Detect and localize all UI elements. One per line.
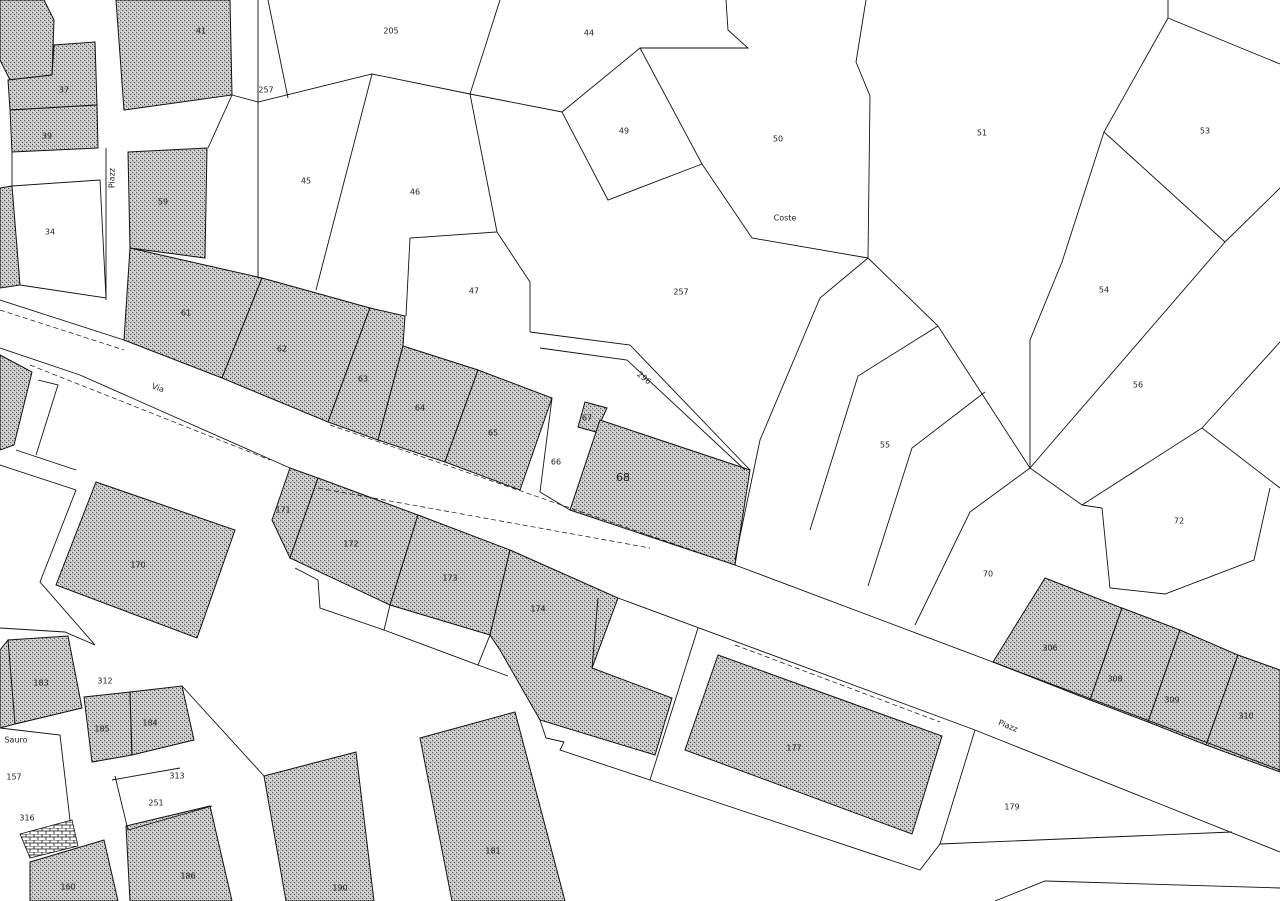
parcel-label: 66 <box>551 458 561 467</box>
parcel-label: 45 <box>301 177 311 186</box>
street-label-via: Via <box>151 382 166 395</box>
parcel-label: 65 <box>488 429 498 438</box>
parcel-label: 50 <box>773 135 783 144</box>
building-59 <box>127 147 208 259</box>
parcel-label: 62 <box>277 345 287 354</box>
building-184 <box>129 685 195 756</box>
building-160 <box>29 839 119 901</box>
parcel-label: 308 <box>1107 675 1122 684</box>
parcel-label: 72 <box>1174 517 1184 526</box>
building-177 <box>684 654 943 835</box>
parcel-label: 316 <box>19 814 34 823</box>
building-left-edge <box>0 185 21 289</box>
building-39 <box>9 104 99 153</box>
parcel-label: 313 <box>169 772 184 781</box>
building-170 <box>55 481 236 639</box>
parcel-label: 205 <box>383 27 398 36</box>
parcel-label: 306 <box>1042 644 1057 653</box>
parcel-label: 55 <box>880 441 890 450</box>
parcel-label: 310 <box>1238 712 1253 721</box>
parcel-label: 174 <box>530 605 545 614</box>
parcel-label: 257 <box>673 288 688 297</box>
building-310 <box>1205 654 1280 773</box>
parcel-label: 172 <box>343 540 358 549</box>
parcel-label: 157 <box>6 773 21 782</box>
building-174 <box>489 549 673 756</box>
parcel-label: 170 <box>130 561 145 570</box>
building-left-bottom <box>0 638 16 729</box>
parcel-label: 54 <box>1099 286 1109 295</box>
parcel-label: 46 <box>410 188 420 197</box>
parcel-label: 179 <box>1004 803 1019 812</box>
parcel-label: 59 <box>158 198 168 207</box>
parcel-label: 64 <box>415 404 425 413</box>
parcel-label: 44 <box>584 29 594 38</box>
parcel-label: 183 <box>33 679 48 688</box>
parcel-label: 67 <box>582 414 592 423</box>
building-top-left-a <box>0 0 55 81</box>
parcel-label: 34 <box>45 228 55 237</box>
building-316-hatched <box>19 819 79 859</box>
parcel-label: 190 <box>332 884 347 893</box>
parcel-label: 184 <box>142 719 157 728</box>
parcel-label: 47 <box>469 287 479 296</box>
parcel-label: 56 <box>1133 381 1143 390</box>
parcel-label: 257 <box>258 86 273 95</box>
parcel-label: 70 <box>983 570 993 579</box>
road-edges <box>0 299 1280 771</box>
parcel-label: 49 <box>619 127 629 136</box>
parcel-label: 181 <box>485 847 500 856</box>
locality-label-coste: Coste <box>774 214 797 223</box>
lot-label-diagonal: 296 <box>635 370 652 387</box>
street-label-side: Piazz <box>108 168 117 188</box>
parcel-label: 251 <box>148 799 163 808</box>
building-left-road <box>0 354 33 451</box>
parcel-label: 177 <box>786 744 801 753</box>
parcel-label: 312 <box>97 677 112 686</box>
building-190 <box>263 751 375 901</box>
parcel-label: 160 <box>60 883 75 892</box>
parcel-label: 173 <box>442 574 457 583</box>
street-label-sauro: Sauro <box>4 736 27 745</box>
parcel-label: 61 <box>181 309 191 318</box>
parcel-label: 37 <box>59 86 69 95</box>
parcel-label: 309 <box>1164 696 1179 705</box>
parcel-label: 171 <box>275 506 290 515</box>
building-186 <box>125 805 233 901</box>
parcel-label: 41 <box>196 27 206 36</box>
parcel-label: 186 <box>180 872 195 881</box>
parcel-label: 68 <box>616 471 630 484</box>
parcel-label: 39 <box>42 132 52 141</box>
parcel-label: 51 <box>977 129 987 138</box>
parcel-labels: 41 205 44 257 37 39 49 50 51 53 45 46 59… <box>6 27 1253 893</box>
parcel-label: 185 <box>94 725 109 734</box>
building-41 <box>115 0 233 111</box>
parcel-label: 63 <box>358 375 368 384</box>
parcel-label: 53 <box>1200 127 1210 136</box>
building-65 <box>444 369 553 491</box>
building-181 <box>419 711 566 901</box>
street-label-piazza: Piazz <box>997 718 1019 734</box>
